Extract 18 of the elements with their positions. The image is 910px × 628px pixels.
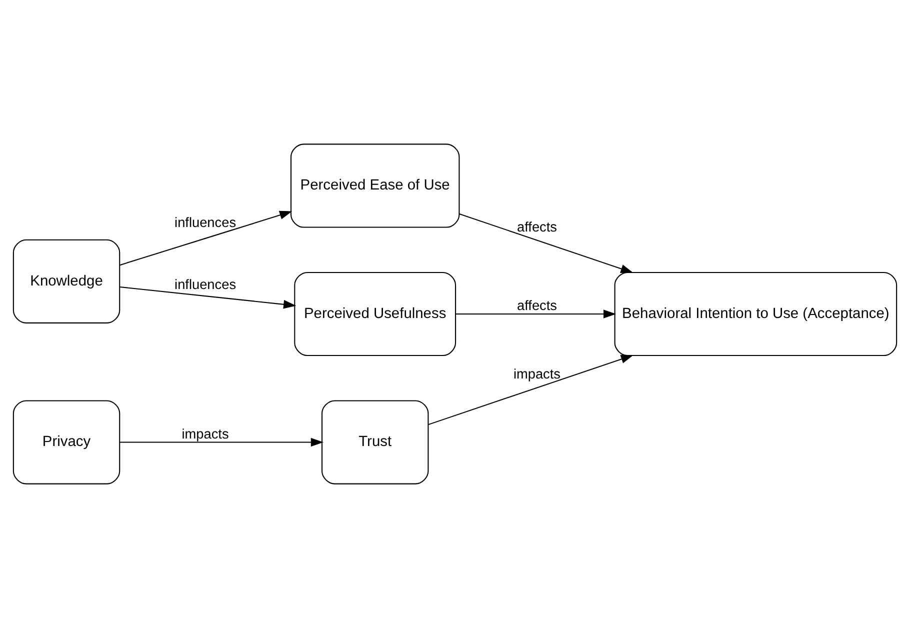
arrow [120,286,296,309]
edge-label: impacts [182,426,229,442]
edge-label: influences [174,215,236,230]
node-box: Privacy [12,400,120,484]
edge-label: influences [174,277,236,292]
arrow [459,213,634,274]
arrow [456,310,616,318]
edge-label: impacts [513,366,561,382]
node-box: Perceived Usefulness [294,272,456,356]
edge-label: affects [517,298,557,314]
node-box: Perceived Ease of Use [290,144,460,228]
node-box: Knowledge [12,239,120,324]
arrow [120,438,324,447]
node-box: Trust [321,400,429,484]
edge-label: affects [517,219,557,234]
node-box: Behavioral Intention to Use (Acceptance) [614,272,898,356]
arrow [428,354,634,426]
arrow [120,210,292,266]
